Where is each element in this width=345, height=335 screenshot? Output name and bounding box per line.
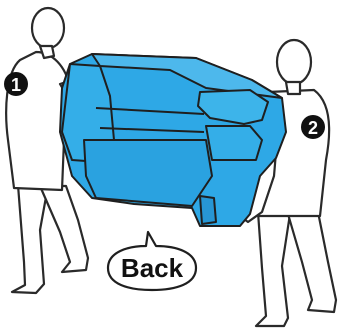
- printer: [60, 54, 286, 226]
- marker-left: 1: [4, 72, 28, 96]
- marker-right-label: 2: [308, 118, 318, 138]
- back-callout: Back: [108, 232, 196, 290]
- back-callout-label: Back: [121, 253, 184, 283]
- marker-right: 2: [301, 115, 325, 139]
- marker-left-label: 1: [11, 75, 21, 95]
